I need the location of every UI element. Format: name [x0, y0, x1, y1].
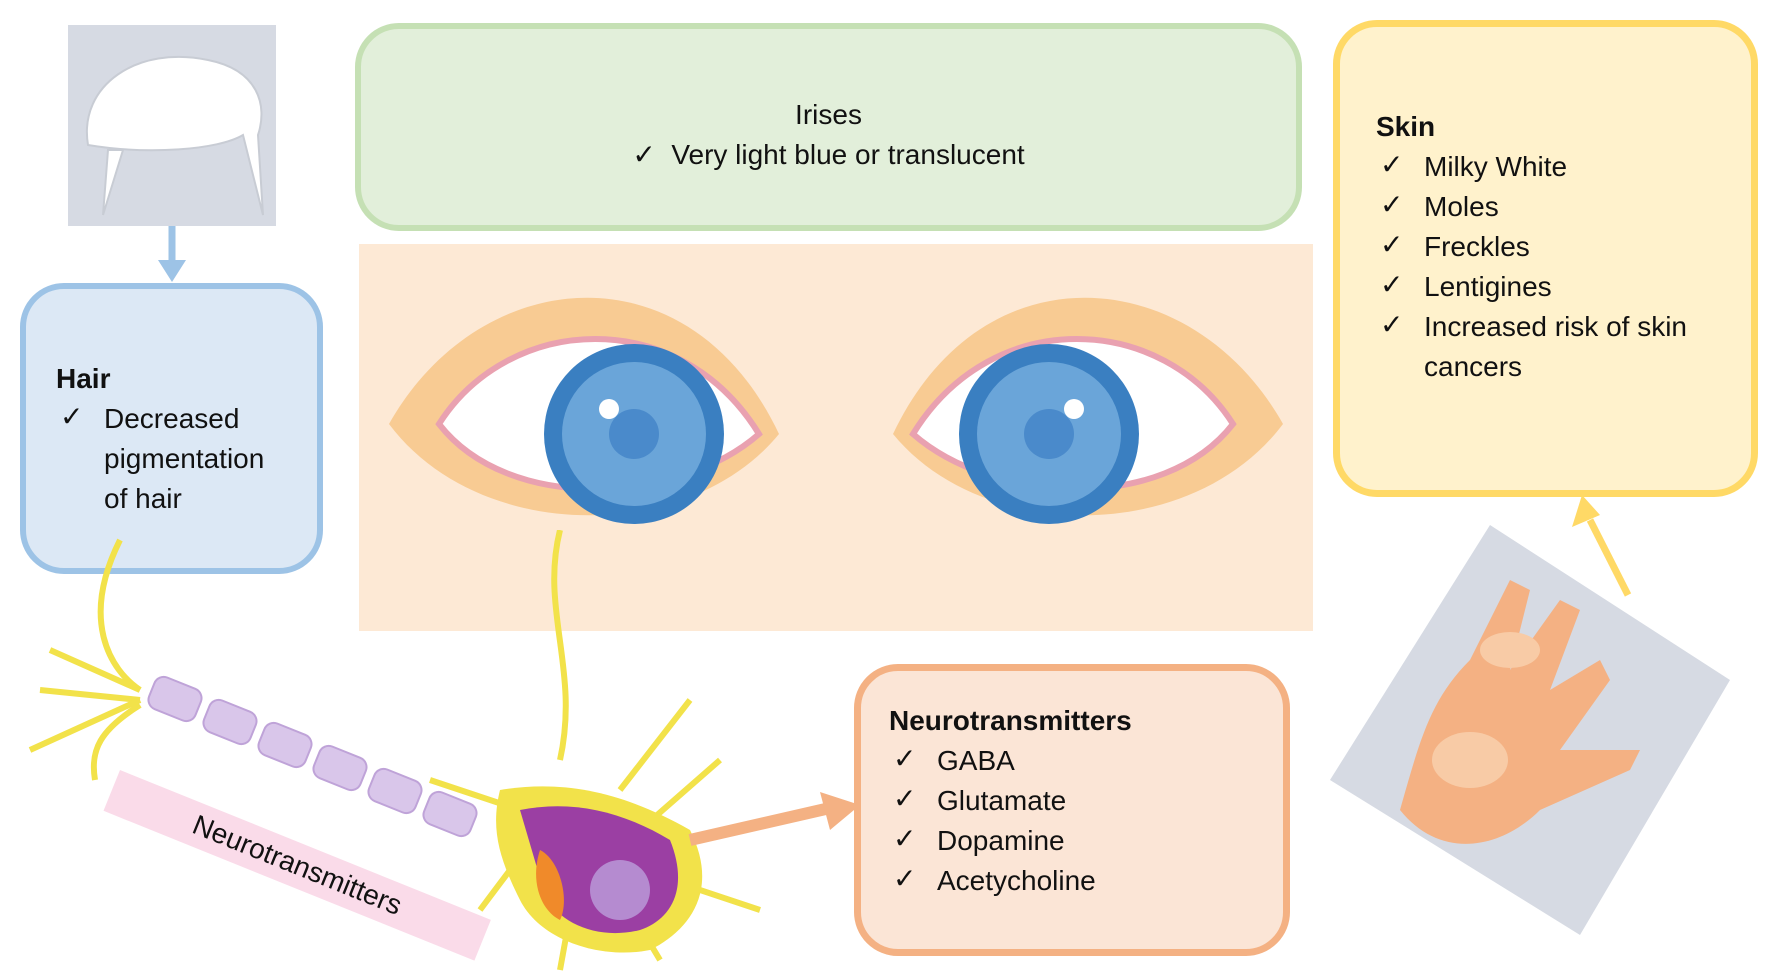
right-eye-icon: [893, 297, 1283, 524]
skin-item: Moles: [1376, 185, 1731, 227]
skin-title: Skin: [1376, 111, 1436, 142]
hair-illustration: [68, 25, 276, 226]
hand-illustration: [1330, 525, 1730, 935]
neurotransmitters-box: Neurotransmitters GABA Glutamate Dopamin…: [854, 664, 1290, 956]
hair-icon: [85, 55, 264, 216]
skin-item: Milky White: [1376, 145, 1731, 187]
irises-item: Very light blue or translucent: [671, 139, 1025, 170]
neuro-item: Acetycholine: [889, 859, 1263, 901]
irises-title: Irises: [795, 99, 862, 130]
hair-box: Hair Decreased pigmentation of hair: [20, 283, 323, 574]
check-icon: ✓: [632, 139, 672, 170]
hair-title: Hair: [56, 363, 111, 394]
left-eye-icon: [389, 297, 779, 524]
neuro-item: GABA: [889, 739, 1263, 781]
neuro-item: Glutamate: [889, 779, 1263, 821]
neuro-item: Dopamine: [889, 819, 1263, 861]
hair-item: Decreased pigmentation of hair: [56, 397, 284, 519]
skin-item: Lentigines: [1376, 265, 1731, 307]
neuron-illustration: [28, 530, 860, 971]
axon: [147, 675, 478, 838]
skin-box: Skin Milky White Moles Freckles Lentigin…: [1333, 20, 1758, 497]
arrow-right-icon: [820, 792, 860, 830]
skin-item: Increased risk of skin cancers: [1376, 305, 1724, 387]
neuro-title: Neurotransmitters: [889, 705, 1132, 736]
irises-box: Irises ✓ Very light blue or translucent: [355, 23, 1302, 231]
arrow-down-icon: [158, 226, 186, 282]
skin-item: Freckles: [1376, 225, 1731, 267]
eyes-illustration: [359, 244, 1313, 631]
arrow-up-icon: [1572, 495, 1632, 597]
